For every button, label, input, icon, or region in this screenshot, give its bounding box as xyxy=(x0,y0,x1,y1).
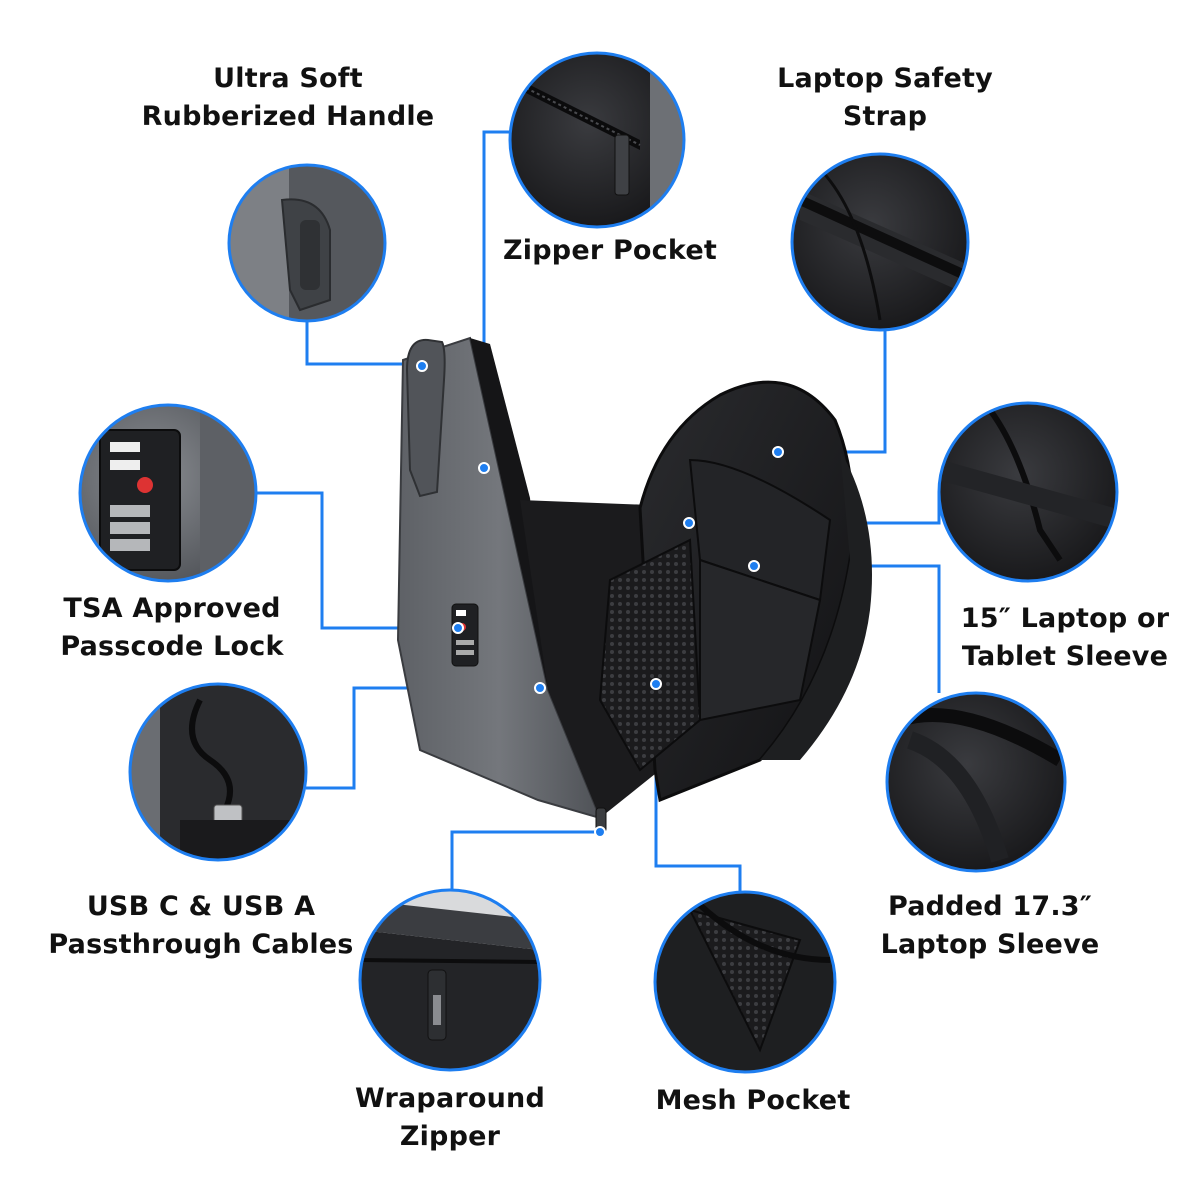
label-safety-strap: Laptop Safety Strap xyxy=(777,63,993,132)
zipper-pull-icon xyxy=(358,888,542,1072)
label-mesh-pocket: Mesh Pocket xyxy=(655,1085,851,1116)
label-zipper-pocket: Zipper Pocket xyxy=(503,235,717,266)
label-tablet-sleeve: 15″ Laptop or Tablet Sleeve xyxy=(960,603,1170,672)
safety-strap-icon xyxy=(790,152,970,332)
connector-tsa-lock xyxy=(256,491,458,630)
zipper-pocket-icon xyxy=(508,51,686,229)
mesh-pocket-icon xyxy=(653,890,837,1074)
connector-dots xyxy=(416,360,784,838)
tsa-lock-icon xyxy=(78,403,258,583)
label-usb-cables: USB C & USB A Passthrough Cables xyxy=(48,891,354,960)
label-tsa-lock: TSA Approved Passcode Lock xyxy=(60,593,284,662)
connector-handle xyxy=(305,321,422,366)
padded-sleeve-icon xyxy=(885,691,1067,873)
tablet-sleeve-icon xyxy=(937,401,1119,583)
connector-wrap-zipper xyxy=(450,830,600,890)
open-hardshell-backpack-icon xyxy=(396,336,872,833)
label-laptop-sleeve: Padded 17.3″ Laptop Sleeve xyxy=(880,891,1100,960)
rubber-handle-icon xyxy=(227,163,387,323)
label-wrap-zipper: Wraparound Zipper xyxy=(354,1083,546,1152)
usb-cable-icon xyxy=(128,682,308,862)
label-handle: Ultra Soft Rubberized Handle xyxy=(141,63,435,132)
